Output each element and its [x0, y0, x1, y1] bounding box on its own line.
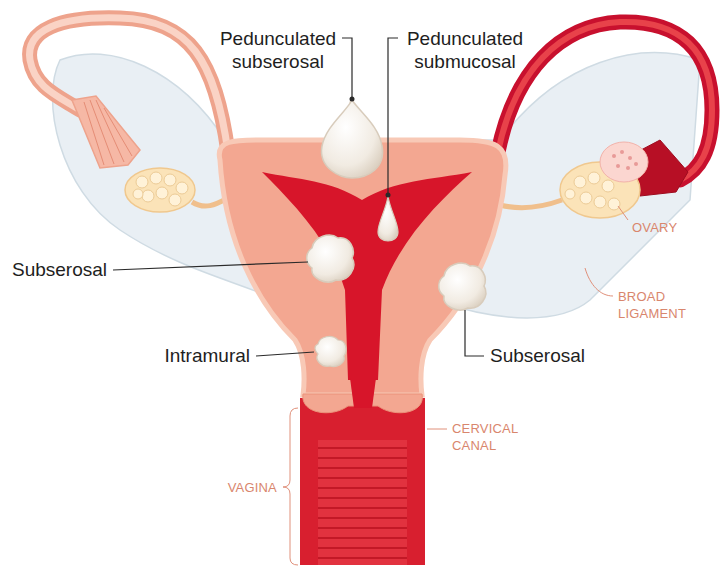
follicle [580, 192, 592, 204]
follicle [169, 194, 181, 206]
left-ovary-follicles [133, 172, 188, 206]
pale-leader-lines [283, 206, 628, 565]
leader-line [256, 352, 314, 356]
anatomy-label: VAGINA [197, 479, 277, 496]
dot [612, 154, 616, 158]
dot [616, 164, 620, 168]
follicle [133, 189, 143, 199]
left-fallopian-tube-inner [30, 18, 228, 152]
dot [628, 156, 632, 160]
leader-line [427, 429, 447, 430]
follicle [176, 182, 188, 194]
follicle [594, 196, 606, 208]
anatomy-label: BROAD LIGAMENT [618, 288, 704, 322]
fibroid-label: Intramural [120, 344, 250, 367]
vaginal-rugae [318, 448, 407, 558]
follicle [602, 180, 614, 192]
uterus-body [219, 140, 506, 395]
fimbria-line [96, 100, 124, 162]
leader-line [342, 38, 352, 98]
follicle [142, 190, 154, 202]
leader-dot [350, 97, 355, 102]
leader-line [465, 310, 484, 356]
leader-lines [113, 38, 484, 356]
follicle [164, 174, 176, 186]
vagina [300, 398, 425, 565]
ruga [318, 547, 407, 549]
ruga [318, 517, 407, 519]
subserosal-fibroid-right [439, 263, 486, 310]
follicle [588, 172, 600, 184]
leader-line [113, 262, 308, 270]
right-ovarian-ligament [500, 200, 562, 208]
ruga [318, 487, 407, 489]
vagina-inner [318, 440, 407, 565]
anatomy-label: OVARY [632, 219, 712, 236]
vagina-bracket [283, 408, 298, 565]
fibroid-label: Subserosal [490, 344, 620, 367]
ruga [318, 447, 407, 449]
ruga [318, 497, 407, 499]
leader-line [618, 206, 628, 220]
left-fimbriae [72, 96, 140, 168]
fibroid-label: Pedunculated submucosal [400, 27, 530, 73]
follicle [136, 176, 148, 188]
leader-dot [386, 193, 391, 198]
follicle [156, 187, 168, 199]
left-ovary [125, 168, 195, 212]
pedunculated-submucosal-fibroid [378, 196, 398, 241]
ruga [318, 477, 407, 479]
follicle [608, 198, 620, 210]
dot [620, 150, 624, 154]
ruga [318, 537, 407, 539]
fimbria-line [104, 108, 132, 156]
fibroid-label: Subserosal [12, 258, 142, 281]
left-fallopian-tube [30, 18, 228, 152]
subserosal-fibroid-left [307, 235, 354, 282]
right-ovary-follicle-area [600, 142, 648, 182]
left-fimbriae-folds [84, 100, 132, 165]
right-ovary-follicles [565, 172, 620, 210]
cervical-canal [350, 378, 376, 408]
ruga [318, 467, 407, 469]
leader-line [388, 38, 398, 194]
dot [626, 166, 630, 170]
follicle [150, 172, 162, 184]
ruga [318, 507, 407, 509]
follicle [565, 189, 575, 199]
pedunculated-subserosal-fibroid [322, 100, 383, 178]
dot [634, 162, 638, 166]
follicle [574, 176, 586, 188]
ruga [318, 527, 407, 529]
ruga [318, 557, 407, 559]
ruga [318, 457, 407, 459]
intramural-fibroid [315, 337, 346, 367]
fibroid-label: Pedunculated subserosal [213, 27, 343, 73]
leader-line [585, 268, 613, 296]
uterine-cavity [262, 172, 472, 380]
anatomy-label: CERVICAL CANAL [452, 420, 538, 454]
right-ovary-dots [612, 150, 638, 170]
